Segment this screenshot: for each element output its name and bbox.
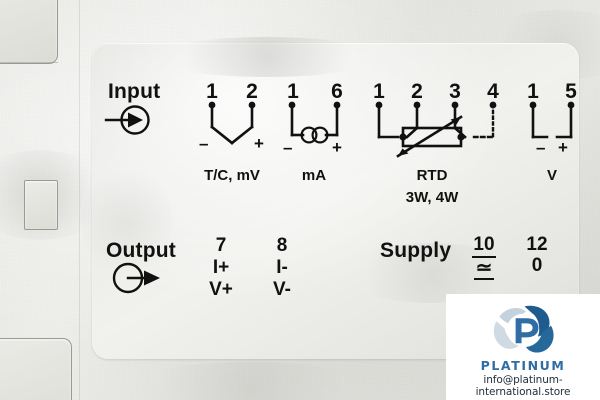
output-terminal-number: 7 — [215, 235, 227, 256]
output-current-label: I- — [276, 256, 288, 278]
output-column-7: 7 I+ V+ — [204, 235, 238, 301]
watermark-overlay: PLATINUM info@platinum-international.sto… — [446, 294, 600, 400]
supply-column-12: 12 0 — [520, 234, 554, 277]
terminal-number-ma-6: 6 — [331, 80, 343, 103]
voltage-input-icon — [529, 101, 575, 139]
caption-ma: mA — [301, 167, 327, 184]
terminal-number-tc-2: 2 — [246, 80, 258, 103]
terminal-number-v-5: 5 — [565, 80, 577, 103]
polarity-v-negative: – — [536, 138, 546, 157]
terminal-number-rtd-4: 4 — [487, 80, 499, 103]
terminal-number-v-1: 1 — [527, 80, 539, 103]
output-arrow-out-of-circle-icon — [112, 262, 160, 294]
terminal-number-rtd-1: 1 — [373, 80, 385, 103]
current-source-two-circles-icon — [288, 101, 341, 144]
caption-rtd: RTD — [416, 167, 448, 184]
caption-rtd-wires: 3W, 4W — [405, 189, 459, 206]
thermocouple-icon — [208, 101, 256, 145]
caption-v: V — [546, 167, 557, 184]
wiring-symbols — [104, 101, 575, 294]
output-terminal-number: 8 — [276, 235, 288, 256]
output-heading: Output — [106, 239, 177, 262]
output-voltage-label: V- — [273, 278, 291, 300]
caption-tc-mv: T/C, mV — [204, 167, 260, 184]
watermark-email: info@platinum-international.store — [475, 374, 571, 398]
supply-terminal-number: 12 — [526, 234, 548, 255]
supply-heading: Supply — [380, 239, 452, 262]
output-column-8: 8 I- V- — [265, 235, 299, 301]
housing-notch-bottom — [0, 338, 72, 400]
terminal-number-rtd-2: 2 — [411, 80, 423, 103]
supply-terminal-number: 10 — [472, 234, 496, 258]
housing-seam-horizontal — [0, 62, 58, 64]
polarity-tc-positive: + — [254, 134, 264, 153]
terminal-number-tc-1: 1 — [206, 80, 218, 103]
housing-seam-vertical — [79, 0, 81, 400]
terminal-number-rtd-3: 3 — [449, 80, 461, 103]
output-voltage-label: V+ — [209, 278, 233, 300]
watermark-brand: PLATINUM — [480, 358, 566, 373]
ac-dc-symbol-icon: ≃ — [473, 256, 495, 280]
housing-notch-top — [0, 0, 58, 64]
polarity-v-positive: + — [558, 138, 568, 157]
supply-column-10: 10 ≃ — [467, 234, 501, 280]
input-arrow-into-circle-icon — [104, 105, 150, 135]
polarity-ma-positive: + — [332, 138, 342, 157]
housing-notch-middle — [24, 180, 58, 230]
output-current-label: I+ — [212, 256, 230, 278]
terminal-number-ma-1: 1 — [287, 80, 299, 103]
rtd-variable-resistor-icon — [375, 101, 497, 158]
platinum-p-logo-icon — [493, 305, 554, 353]
supply-terminal-number-sub: 0 — [531, 254, 543, 276]
polarity-ma-negative: – — [283, 138, 293, 157]
input-heading: Input — [108, 80, 161, 103]
housing-smudge — [120, 362, 380, 400]
polarity-tc-negative: – — [199, 134, 209, 153]
